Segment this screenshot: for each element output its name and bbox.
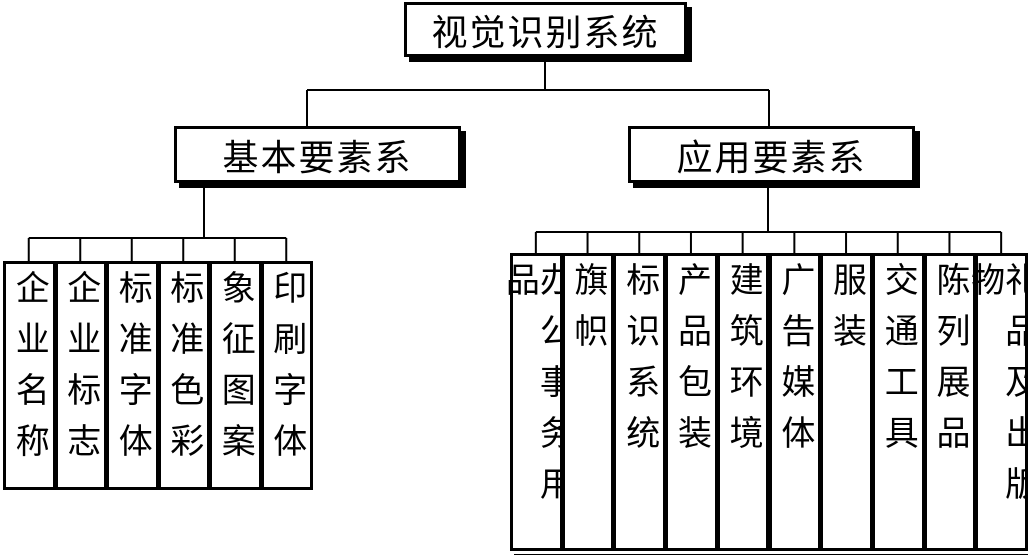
leaf-node: 交通工具 — [871, 253, 925, 551]
leaf-node: 服装 — [820, 253, 873, 551]
leaf-node: 陈列展品 — [923, 253, 977, 551]
root-node: 视觉识别系统 — [404, 2, 687, 57]
leaf-node: 办公事务用品 — [499, 253, 573, 551]
leaf-node: 广告媒体 — [768, 253, 822, 551]
leaf-label: 服装 — [826, 262, 867, 364]
leaf-label: 陈列展品 — [929, 262, 970, 466]
leaf-node: 象征图案 — [209, 261, 262, 490]
leaf-label: 产品包装 — [671, 262, 712, 466]
leaf-label: 建筑环境 — [723, 262, 764, 466]
leaf-label: 标识系统 — [619, 262, 660, 466]
leaf-label: 企业标志 — [60, 270, 101, 474]
leaf-label: 标准色彩 — [163, 270, 204, 474]
leaf-node: 企业标志 — [54, 261, 107, 490]
group-label-application: 应用要素系 — [676, 137, 867, 179]
leaf-label: 旗帜 — [568, 262, 609, 364]
leaf-label: 企业名称 — [9, 270, 50, 474]
root-label: 视觉识别系统 — [431, 12, 660, 54]
leaf-label: 交通工具 — [878, 262, 919, 466]
group-node-basic: 基本要素系 — [174, 126, 461, 183]
leaf-node: 标准色彩 — [157, 261, 210, 490]
leaf-node: 产品包装 — [665, 253, 718, 551]
leaf-label: 广告媒体 — [774, 262, 815, 466]
leaf-node: 建筑环境 — [716, 253, 770, 551]
leaf-node: 印刷字体 — [260, 261, 313, 490]
leaf-label: 印刷字体 — [266, 270, 307, 474]
group-node-application: 应用要素系 — [628, 126, 915, 183]
leaf-node: 旗帜 — [561, 253, 615, 551]
leaf-node: 企业名称 — [3, 261, 56, 490]
leaf-label: 礼品及出版物 — [964, 262, 1028, 517]
leaf-label: 标准字体 — [112, 270, 153, 474]
leaf-node: 标识系统 — [613, 253, 667, 551]
leaf-label: 象征图案 — [215, 270, 256, 474]
leaf-node: 礼品及出版物 — [965, 253, 1028, 551]
leaf-node: 标准字体 — [106, 261, 159, 490]
group-label-basic: 基本要素系 — [222, 137, 413, 179]
leaf-label: 办公事务用品 — [499, 262, 574, 517]
